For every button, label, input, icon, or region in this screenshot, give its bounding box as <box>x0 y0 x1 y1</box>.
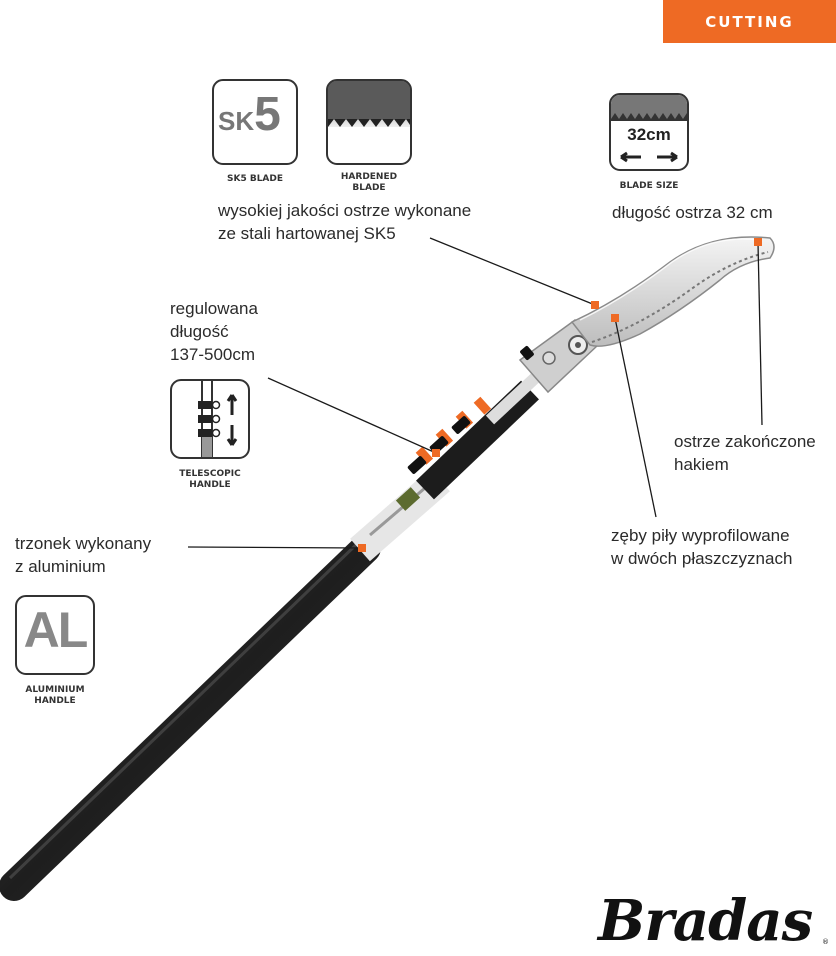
callout-lines <box>187 237 763 549</box>
blade-length-note: długość ostrza 32 cm <box>612 203 773 222</box>
sk5-prefix: SK <box>218 106 255 136</box>
callout-markers <box>358 238 762 552</box>
category-tag: CUTTING <box>663 0 836 43</box>
teeth-note: zęby piły wyprofilowane w dwóch płaszczy… <box>611 526 793 568</box>
hardened-blade-icon <box>326 79 412 165</box>
sk5-blade-caption: SK5 BLADE <box>226 174 284 184</box>
blade-size-icon: 32cm <box>609 93 689 171</box>
serrated-edge-icon <box>328 81 410 127</box>
telescopic-locks-icon <box>198 381 238 457</box>
sk5-blade-icon: SK5 <box>212 79 298 165</box>
saw-blade <box>570 236 775 347</box>
blade-size-caption: BLADE SIZE <box>619 181 679 191</box>
telescopic-handle-caption: TELESCOPIC HANDLE <box>179 469 241 490</box>
blade-quality-note: wysokiej jakości ostrze wykonane ze stal… <box>218 201 472 243</box>
aluminium-handle-icon: AL <box>15 595 95 675</box>
hardened-blade-caption: HARDENED BLADE <box>340 172 398 193</box>
aluminium-symbol: AL <box>23 602 89 658</box>
aluminium-shaft <box>0 533 381 901</box>
shaft-note: trzonek wykonany z aluminium <box>15 534 152 576</box>
telescopic-section <box>407 373 540 500</box>
telescopic-handle-icon <box>170 379 250 459</box>
adjustable-length-note: regulowana długość 137-500cm <box>170 299 258 364</box>
hook-tip-note: ostrze zakończone hakiem <box>674 432 816 474</box>
aluminium-handle-caption: ALUMINIUM HANDLE <box>25 685 85 706</box>
saw-head <box>518 319 600 394</box>
sk5-number: 5 <box>254 88 281 141</box>
blade-size-value: 32cm <box>627 125 671 144</box>
brand-logo: Bradas <box>598 888 813 954</box>
ruler-icon <box>611 95 687 163</box>
registered-mark: ® <box>822 938 829 946</box>
